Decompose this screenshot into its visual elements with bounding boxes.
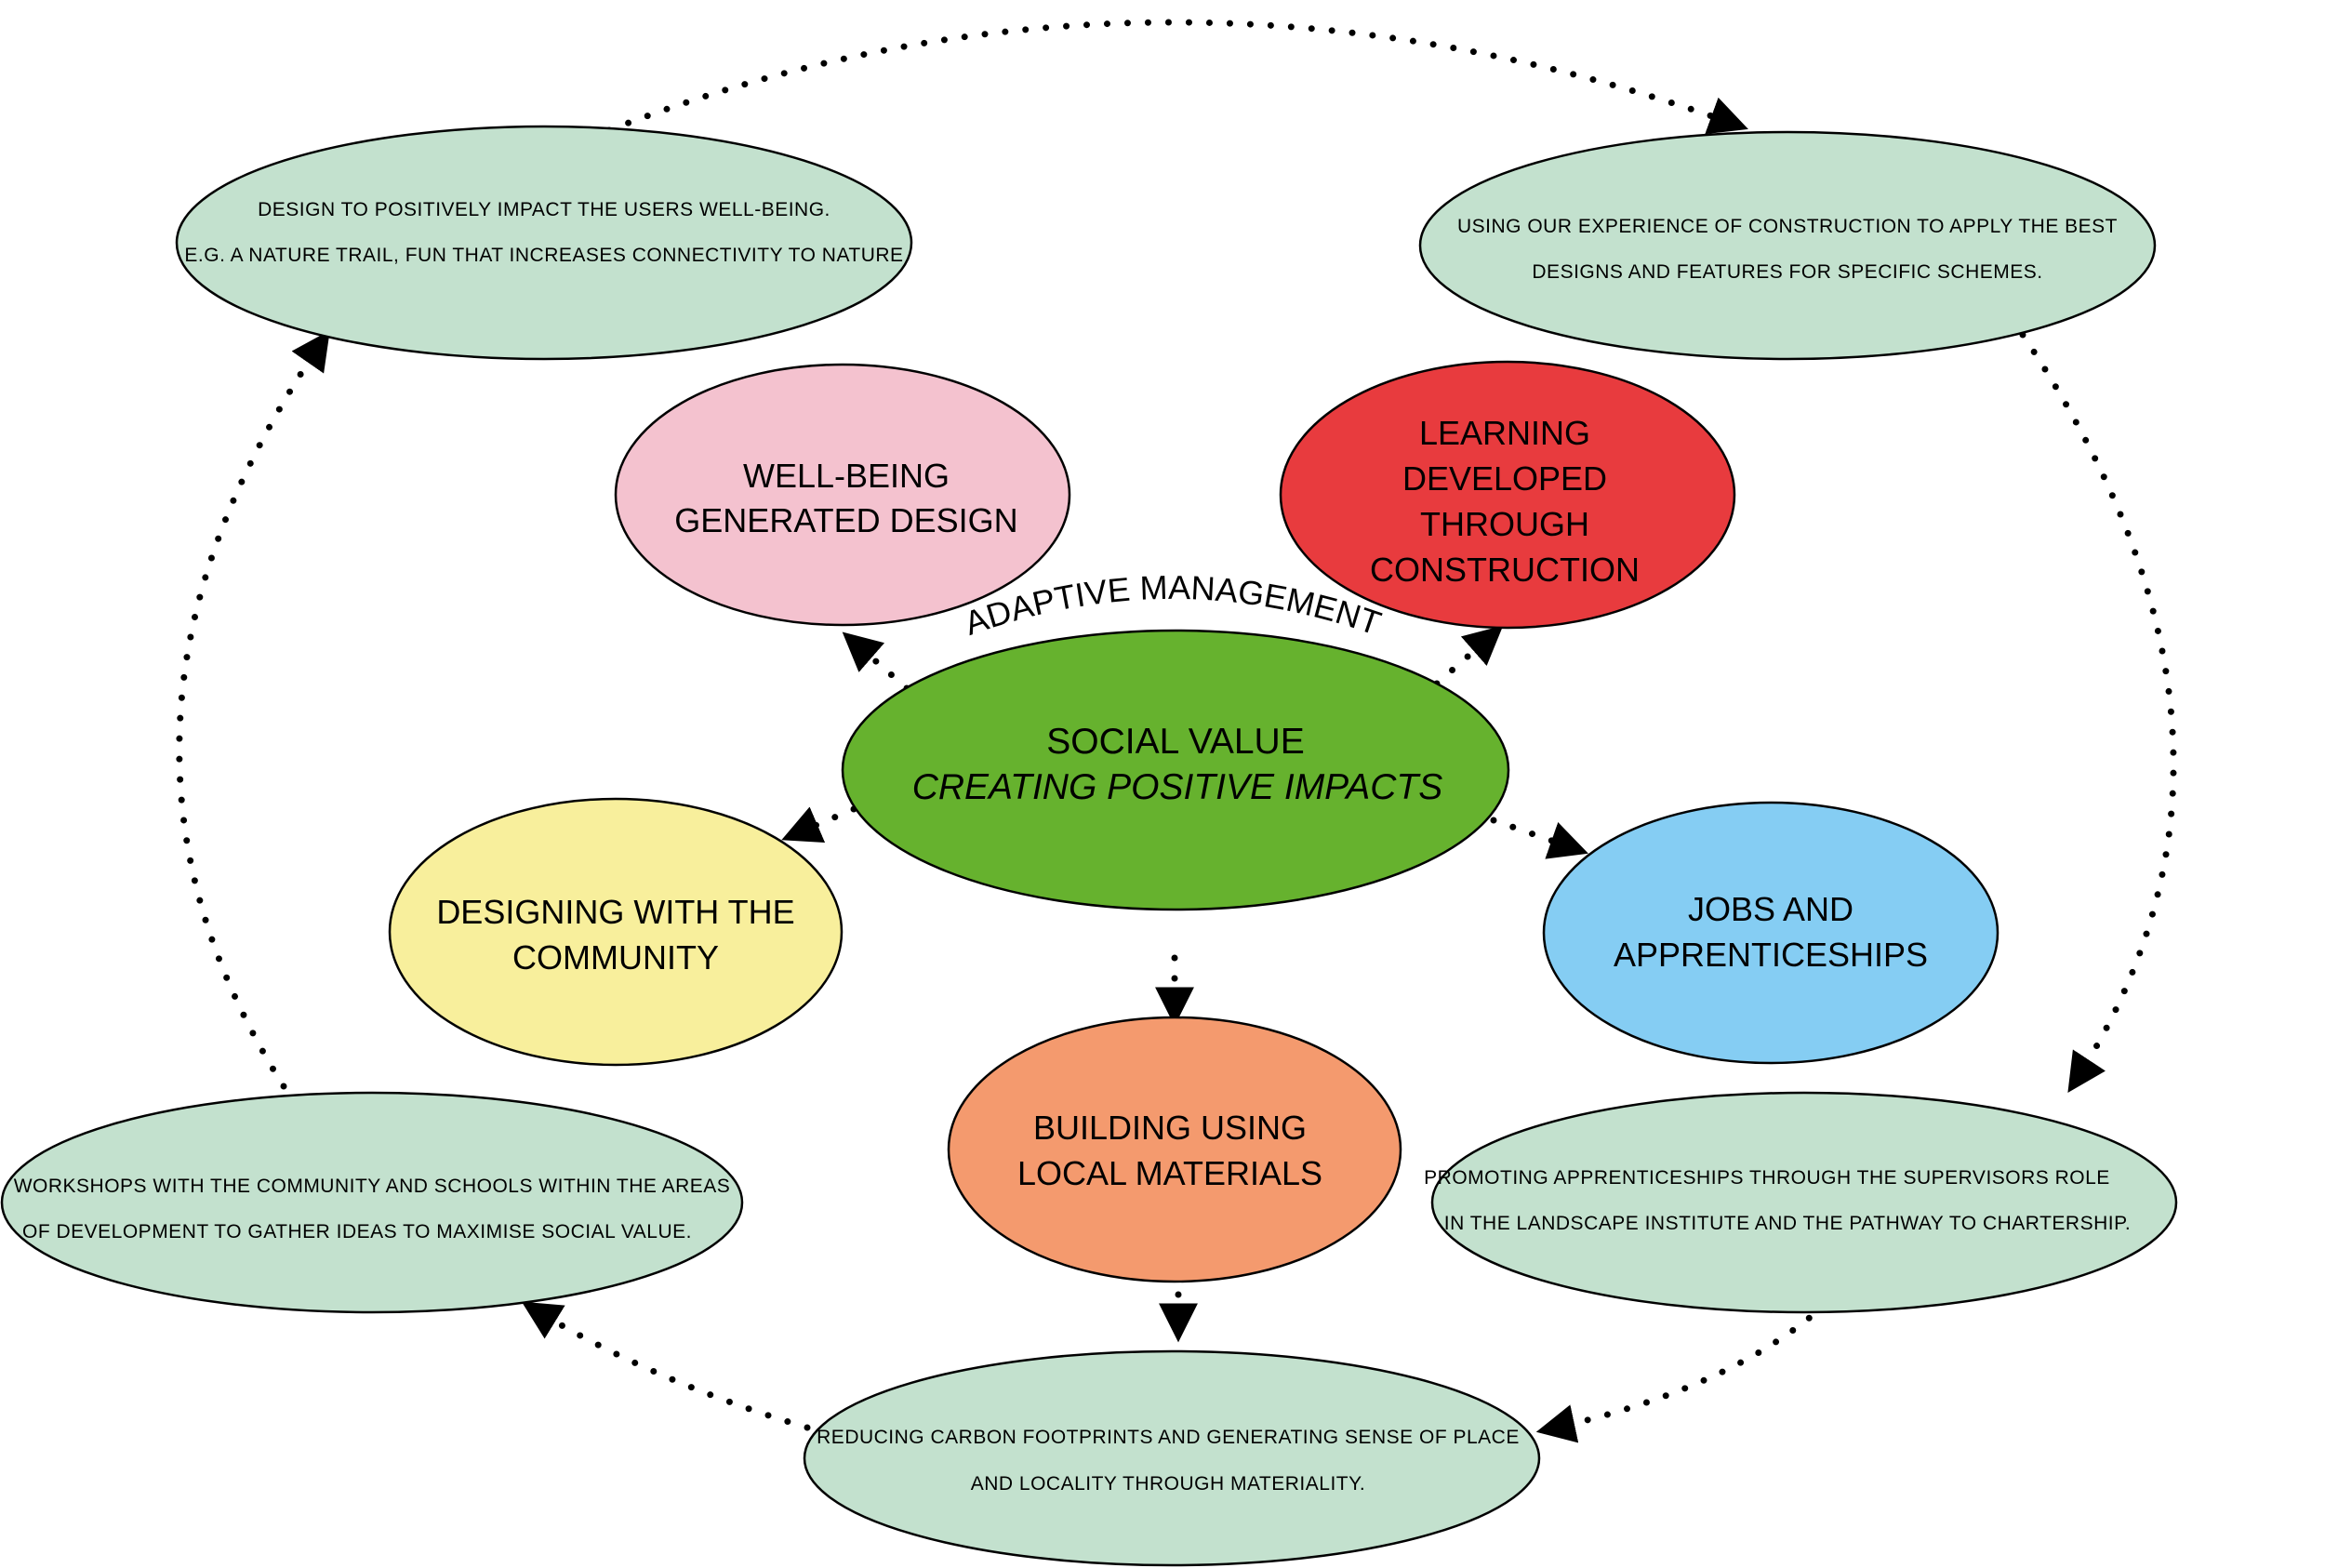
center-ellipse <box>841 629 1510 911</box>
theme-materials-line-1: BUILDING USING <box>1033 1109 1307 1147</box>
center-title: SOCIAL VALUE <box>1046 722 1304 762</box>
theme-learning-node: LEARNING DEVELOPED THROUGH CONSTRUCTION <box>1279 360 1736 630</box>
arrow-to-wellbeing <box>842 631 910 692</box>
center-subtitle: CREATING POSITIVE IMPACTS <box>912 767 1443 807</box>
theme-community-line-2: COMMUNITY <box>512 938 719 977</box>
outcome-materials-node: REDUCING CARBON FOOTPRINTS AND GENERATIN… <box>803 1349 1541 1567</box>
center-connectors <box>781 625 1588 1343</box>
outcome-learning-node: USING OUR EXPERIENCE OF CONSTRUCTION TO … <box>1418 130 2157 361</box>
theme-jobs-ellipse <box>1542 801 2000 1065</box>
outcome-community-line-2: OF DEVELOPMENT TO GATHER IDEAS TO MAXIMI… <box>22 1221 692 1242</box>
outcome-jobs-line-1: PROMOTING APPRENTICESHIPS THROUGH THE SU… <box>1424 1167 2110 1189</box>
outcome-wellbeing-node: DESIGN TO POSITIVELY IMPACT THE USERS WE… <box>175 125 913 361</box>
theme-community-line-1: DESIGNING WITH THE <box>436 893 794 931</box>
theme-community-ellipse <box>388 797 844 1067</box>
theme-jobs-line-2: APPRENTICESHIPS <box>1614 936 1928 974</box>
cycle-arrow-top <box>605 19 1748 135</box>
outcome-community-node: WORKSHOPS WITH THE COMMUNITY AND SCHOOLS… <box>0 1091 744 1314</box>
theme-learning-line-4: CONSTRUCTION <box>1370 551 1640 589</box>
outcome-jobs-line-2: IN THE LANDSCAPE INSTITUTE AND THE PATHW… <box>1444 1213 2131 1234</box>
theme-wellbeing-ellipse <box>614 363 1071 627</box>
outcome-community-line-1: WORKSHOPS WITH THE COMMUNITY AND SCHOOLS… <box>14 1176 731 1197</box>
outcome-learning-line-1: USING OUR EXPERIENCE OF CONSTRUCTION TO … <box>1457 216 2118 237</box>
outcome-materials-line-2: AND LOCALITY THROUGH MATERIALITY. <box>971 1473 1366 1495</box>
center-node: SOCIAL VALUE CREATING POSITIVE IMPACTS <box>841 629 1510 911</box>
theme-jobs-line-1: JOBS AND <box>1688 890 1853 928</box>
outcome-learning-ellipse <box>1418 130 2157 361</box>
cycle-arrow-bottom-right <box>1535 1301 1828 1443</box>
outcome-learning-line-2: DESIGNS AND FEATURES FOR SPECIFIC SCHEME… <box>1532 261 2042 283</box>
cycle-arrow-left <box>176 330 330 1090</box>
theme-wellbeing-node: WELL-BEING GENERATED DESIGN <box>614 363 1071 627</box>
arrow-to-jobs <box>1490 817 1588 859</box>
arrow-to-community <box>781 805 857 844</box>
theme-learning-line-2: DEVELOPED <box>1402 459 1607 498</box>
theme-materials-ellipse <box>947 1016 1402 1283</box>
arrow-to-learning <box>1433 625 1504 687</box>
outcome-wellbeing-ellipse <box>175 125 913 361</box>
outcome-jobs-node: PROMOTING APPRENTICESHIPS THROUGH THE SU… <box>1424 1091 2178 1314</box>
outcome-materials-ellipse <box>803 1349 1541 1567</box>
theme-materials-line-2: LOCAL MATERIALS <box>1017 1154 1322 1192</box>
outcome-wellbeing-line-1: DESIGN TO POSITIVELY IMPACT THE USERS WE… <box>258 199 830 220</box>
outcome-community-ellipse <box>0 1091 744 1314</box>
outcome-wellbeing-line-2: E.G. A NATURE TRAIL, FUN THAT INCREASES … <box>184 245 903 266</box>
theme-community-node: DESIGNING WITH THE COMMUNITY <box>388 797 844 1067</box>
outcome-materials-line-1: REDUCING CARBON FOOTPRINTS AND GENERATIN… <box>817 1427 1520 1448</box>
theme-learning-line-1: LEARNING <box>1419 414 1590 452</box>
outer-cycle-connectors <box>176 19 2177 1443</box>
theme-materials-node: BUILDING USING LOCAL MATERIALS <box>947 1016 1402 1283</box>
theme-learning-ellipse <box>1279 360 1736 630</box>
cycle-arrow-bottom-left <box>521 1301 811 1431</box>
theme-learning-line-3: THROUGH <box>1420 505 1589 543</box>
theme-jobs-node: JOBS AND APPRENTICESHIPS <box>1542 801 2000 1065</box>
theme-wellbeing-line-1: WELL-BEING <box>743 457 950 495</box>
cycle-arrow-right <box>2019 331 2177 1094</box>
outcome-jobs-ellipse <box>1430 1091 2178 1314</box>
theme-wellbeing-line-2: GENERATED DESIGN <box>674 501 1017 539</box>
